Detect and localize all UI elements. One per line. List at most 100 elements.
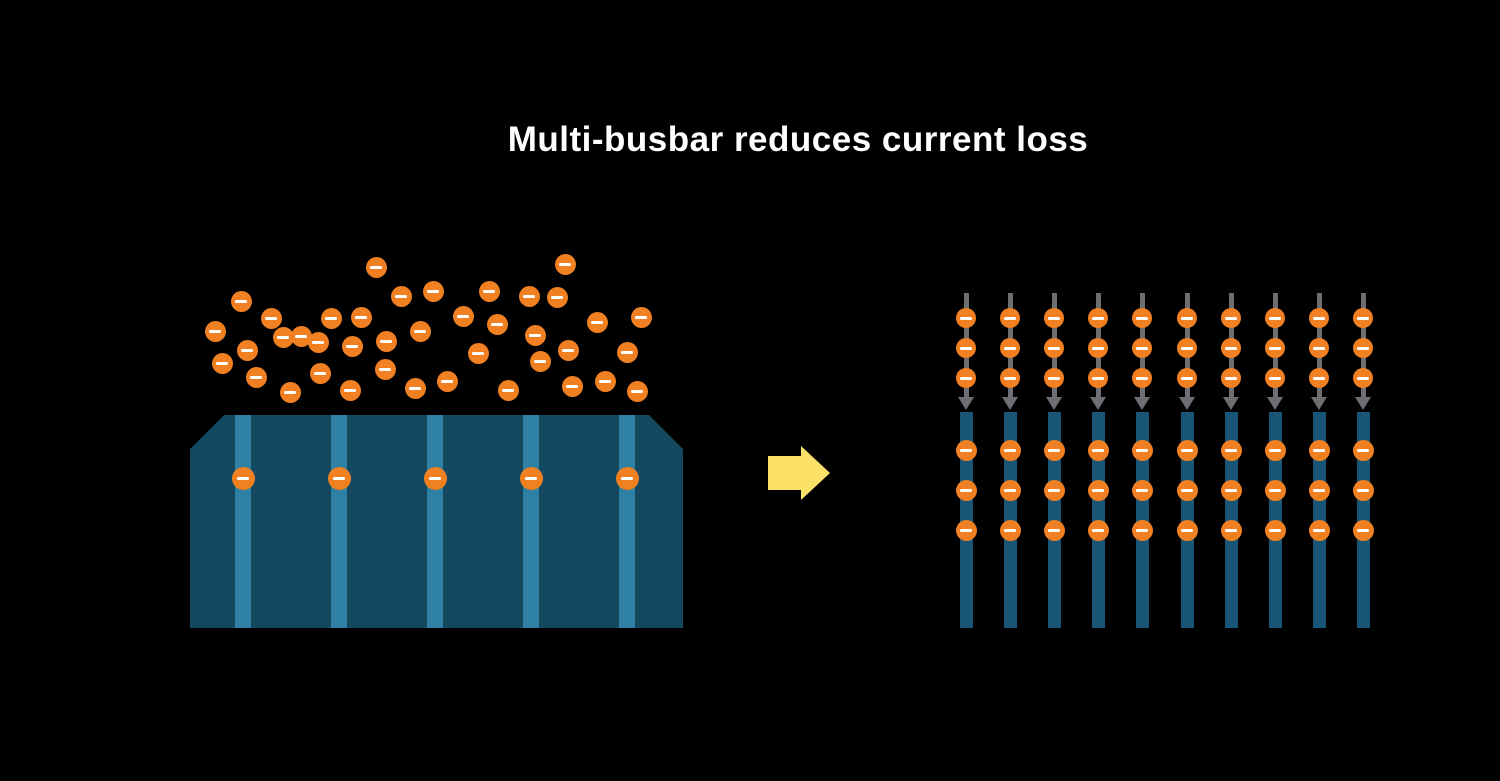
flowing-electron-icon [956,368,976,388]
minus-glyph [1004,376,1016,380]
flowing-electron-icon [1309,338,1329,358]
minus-glyph [1225,448,1237,452]
collected-electron-icon [1352,439,1374,461]
collected-electron-icon [1264,439,1286,461]
minus-glyph [1357,376,1369,380]
free-electron-icon [245,366,267,388]
collected-electron-icon [955,479,977,501]
free-electron-icon [586,311,608,333]
collected-electron-icon [1087,519,1109,541]
collected-electron-icon [1131,519,1153,541]
minus-glyph [1048,528,1060,532]
minus-glyph [1048,448,1060,452]
minus-glyph [1225,488,1237,492]
collected-electron-icon [1220,439,1242,461]
flow-arrow-head [1267,397,1283,410]
free-electron-icon [290,325,312,347]
flowing-electron-icon [1177,338,1197,358]
minus-glyph [1269,488,1281,492]
minus-glyph [1181,316,1193,320]
minus-glyph [314,371,326,375]
minus-glyph [1269,346,1281,350]
free-electron-icon [518,285,540,307]
collected-electron-icon [1176,439,1198,461]
collected-electron-icon [1352,479,1374,501]
minus-glyph [472,351,484,355]
collected-electron-icon [955,519,977,541]
transition-arrow-shaft [768,456,801,490]
free-electron-icon [546,286,568,308]
minus-glyph [1048,316,1060,320]
minus-glyph [427,289,439,293]
minus-glyph [380,339,392,343]
flowing-electron-icon [1044,338,1064,358]
flowing-electron-icon [956,338,976,358]
collected-electron-icon [999,519,1021,541]
minus-glyph [355,315,367,319]
minus-glyph [346,344,358,348]
minus-glyph [620,476,634,480]
minus-glyph [1092,528,1104,532]
minus-glyph [1313,346,1325,350]
free-electron-icon [320,307,342,329]
minus-glyph [1269,316,1281,320]
minus-glyph [551,295,563,299]
free-electron-icon [279,381,301,403]
flowing-electron-icon [1353,368,1373,388]
free-electron-icon [436,370,458,392]
collected-electron-icon [1131,479,1153,501]
minus-glyph [1092,488,1104,492]
minus-glyph [1004,316,1016,320]
minus-glyph [370,265,382,269]
minus-glyph [1004,488,1016,492]
flowing-electron-icon [1309,368,1329,388]
minus-glyph [534,359,546,363]
collected-electron-icon [1043,519,1065,541]
minus-glyph [1313,488,1325,492]
minus-glyph [295,334,307,338]
minus-glyph [428,476,442,480]
free-electron-icon [452,305,474,327]
flowing-electron-icon [1088,338,1108,358]
flowing-electron-icon [1044,368,1064,388]
free-electron-icon [497,379,519,401]
minus-glyph [1181,346,1193,350]
flowing-electron-icon [1088,308,1108,328]
minus-glyph [1269,376,1281,380]
minus-glyph [1313,376,1325,380]
minus-glyph [1136,488,1148,492]
minus-glyph [441,379,453,383]
minus-glyph [1048,488,1060,492]
minus-glyph [235,299,247,303]
free-electron-icon [529,350,551,372]
free-electron-icon [236,339,258,361]
minus-glyph [344,388,356,392]
minus-glyph [524,476,538,480]
minus-glyph [559,262,571,266]
minus-glyph [1092,376,1104,380]
minus-glyph [1269,448,1281,452]
flowing-electron-icon [1265,308,1285,328]
free-electron-icon [375,330,397,352]
minus-glyph [414,329,426,333]
free-electron-icon [557,339,579,361]
busbar-stripe [331,415,347,628]
free-electron-icon [272,326,294,348]
flowing-electron-icon [1353,308,1373,328]
minus-glyph [566,384,578,388]
minus-glyph [1225,316,1237,320]
collected-electron-icon [1308,479,1330,501]
flowing-electron-icon [1353,338,1373,358]
minus-glyph [1092,346,1104,350]
flowing-electron-icon [1309,308,1329,328]
flowing-electron-icon [956,308,976,328]
free-electron-icon [374,358,396,380]
minus-glyph [1136,376,1148,380]
flow-arrow-head [1134,397,1150,410]
free-electron-icon [478,280,500,302]
collected-electron-icon [1087,439,1109,461]
minus-glyph [960,488,972,492]
minus-glyph [312,340,324,344]
minus-glyph [960,528,972,532]
